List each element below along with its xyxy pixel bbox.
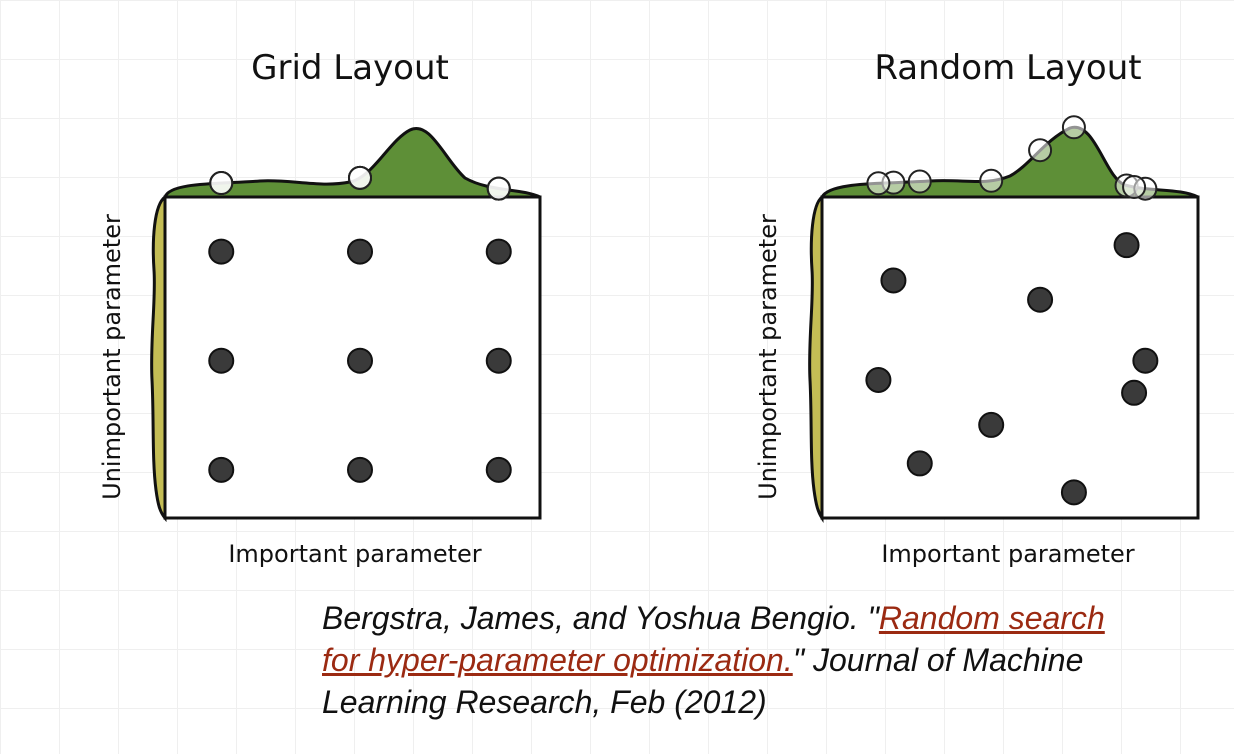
marginal-marker — [979, 168, 1004, 193]
y-axis-label: Unimportant parameter — [98, 214, 126, 500]
marginal-marker — [866, 171, 891, 196]
top-marginal-markers — [209, 165, 511, 201]
sample-point — [1121, 379, 1148, 406]
citation-authors: Bergstra, James, and Yoshua Bengio. " — [322, 600, 879, 636]
top-density-curve — [162, 126, 541, 199]
citation-journal: " Journal of Machine Learning Research, … — [322, 642, 1084, 720]
figure: Grid Layout Important parameter Unimport… — [98, 48, 1200, 568]
sample-point — [347, 238, 373, 265]
sample-point — [1132, 347, 1159, 374]
sample-point — [208, 456, 235, 483]
marginal-marker — [486, 176, 511, 201]
sample-point — [485, 347, 512, 374]
sample-point — [978, 411, 1005, 438]
sample-point — [485, 238, 512, 265]
sample-points — [208, 238, 512, 483]
paper-title-link[interactable]: Random search for hyper-parameter optimi… — [322, 600, 1105, 678]
sample-point — [1060, 479, 1087, 506]
sample-point — [906, 450, 933, 477]
sample-points — [865, 232, 1159, 506]
sample-point — [865, 366, 892, 393]
sample-point — [208, 347, 235, 374]
sample-point — [347, 456, 373, 483]
x-axis-label: Important parameter — [881, 540, 1134, 568]
random-layout-title: Random Layout — [874, 48, 1141, 88]
grid-layout-title: Grid Layout — [251, 48, 449, 88]
marginal-marker — [348, 165, 372, 190]
sample-point — [208, 238, 235, 265]
marginal-marker — [1122, 174, 1147, 199]
sample-point — [1113, 232, 1140, 259]
marginal-marker — [907, 169, 932, 194]
citation-caption: Bergstra, James, and Yoshua Bengio. "Ran… — [322, 597, 1142, 723]
marginal-marker — [1028, 138, 1053, 163]
sample-point — [1027, 286, 1054, 313]
side-density-curve — [150, 194, 167, 523]
random-layout-panel: Random Layout Important parameter Unimpo… — [754, 48, 1200, 568]
top-marginal-markers — [866, 115, 1158, 201]
x-axis-label: Important parameter — [228, 540, 481, 568]
marginal-marker — [1061, 115, 1086, 140]
y-axis-label: Unimportant parameter — [754, 214, 782, 500]
sample-point — [880, 267, 907, 294]
marginal-marker — [209, 171, 234, 196]
grid-layout-panel: Grid Layout Important parameter Unimport… — [98, 48, 542, 568]
side-density-curve — [808, 193, 824, 523]
sample-point — [485, 456, 512, 483]
sample-point — [347, 347, 373, 374]
